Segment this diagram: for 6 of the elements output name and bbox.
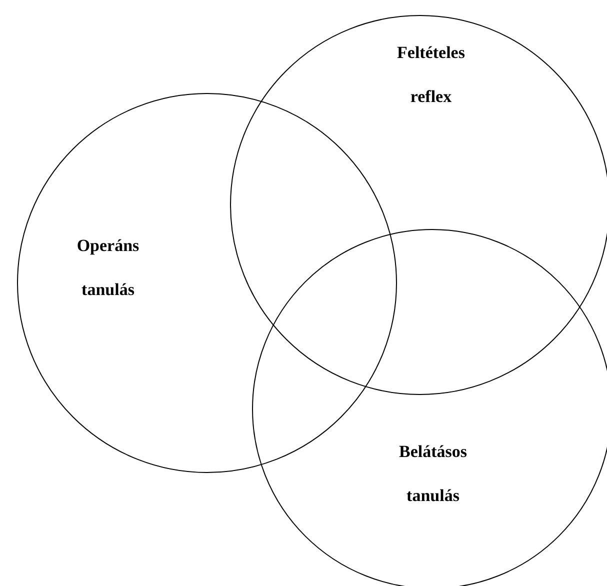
- circle-label: Operáns tanulás: [76, 235, 140, 301]
- venn-circle: [252, 229, 607, 586]
- venn-circle: [17, 93, 397, 473]
- venn-circle: [230, 15, 607, 395]
- circle-label: Feltételes reflex: [396, 42, 466, 108]
- circle-label: Belátásos tanulás: [398, 441, 468, 507]
